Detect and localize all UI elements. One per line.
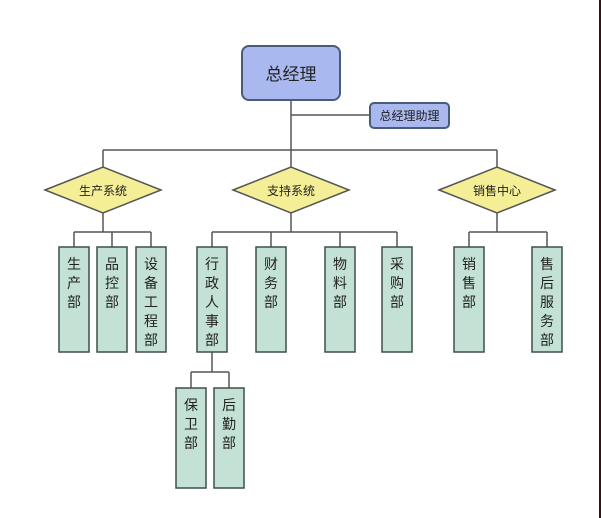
department-node[interactable]: 物料部 — [324, 246, 356, 353]
system-node[interactable]: 生产系统 — [42, 166, 164, 214]
department-box — [324, 246, 356, 353]
department-box — [213, 387, 245, 489]
system-node[interactable]: 销售中心 — [436, 166, 558, 214]
assistant-box — [369, 102, 450, 129]
department-label-char: 生 — [67, 257, 81, 273]
department-label-char: 部 — [462, 295, 476, 311]
department-label-char: 品 — [105, 257, 119, 273]
department-node[interactable]: 销售部 — [453, 246, 485, 353]
department-label-char: 部 — [333, 295, 347, 311]
department-label-char: 部 — [105, 295, 119, 311]
department-label-char: 工 — [144, 295, 158, 311]
department-label-char: 设 — [144, 257, 158, 273]
department-label-char: 售 — [462, 276, 476, 292]
department-box — [96, 246, 128, 353]
department-label-char: 部 — [67, 295, 81, 311]
department-label-char: 部 — [144, 333, 158, 349]
department-node[interactable]: 品控部 — [96, 246, 128, 353]
connector-lines — [73, 100, 548, 388]
department-box — [58, 246, 90, 353]
department-label-char: 部 — [205, 333, 219, 349]
department-label-char: 产 — [67, 276, 81, 292]
general-manager-node[interactable]: 总经理 — [241, 45, 341, 101]
department-label-char: 采 — [390, 257, 404, 273]
department-node[interactable]: 后勤部 — [213, 387, 245, 489]
department-label-char: 行 — [205, 257, 219, 273]
department-box — [531, 246, 563, 353]
general-manager-box — [241, 45, 341, 101]
system-label: 销售中心 — [473, 183, 521, 198]
department-label-char: 销 — [462, 257, 476, 273]
department-label-char: 部 — [264, 295, 278, 311]
system-diamond — [436, 166, 558, 214]
system-diamond — [42, 166, 164, 214]
department-label-char: 控 — [105, 276, 119, 292]
department-label-char: 料 — [333, 276, 347, 292]
department-label-char: 财 — [264, 257, 278, 273]
assistant-node[interactable]: 总经理助理 — [369, 102, 450, 129]
department-label-char: 物 — [333, 257, 347, 273]
department-label-char: 事 — [205, 314, 219, 330]
department-label-char: 程 — [144, 314, 158, 330]
department-label-char: 后 — [540, 276, 554, 292]
department-label-char: 政 — [205, 276, 219, 292]
department-box — [255, 246, 287, 353]
department-box — [453, 246, 485, 353]
department-label-char: 备 — [144, 275, 158, 292]
department-box — [196, 246, 228, 353]
system-node[interactable]: 支持系统 — [230, 166, 352, 214]
department-box — [175, 387, 207, 489]
general-manager-label: 总经理 — [266, 65, 317, 85]
department-node[interactable]: 采购部 — [381, 246, 413, 353]
department-label-char: 务 — [540, 314, 554, 330]
department-label-char: 部 — [390, 295, 404, 311]
department-label-char: 售 — [540, 257, 554, 273]
department-node[interactable]: 财务部 — [255, 246, 287, 353]
department-label-char: 保 — [184, 398, 198, 414]
department-label-char: 人 — [205, 295, 219, 311]
department-box — [135, 246, 167, 353]
department-label-char: 服 — [540, 295, 554, 311]
department-label-char: 卫 — [184, 417, 198, 433]
department-node[interactable]: 生产部 — [58, 246, 90, 353]
department-label-char: 后 — [222, 398, 236, 414]
department-label-char: 部 — [184, 436, 198, 452]
department-label-char: 务 — [264, 276, 278, 292]
assistant-label: 总经理助理 — [379, 109, 439, 123]
department-label-char: 购 — [390, 276, 404, 292]
system-label: 支持系统 — [267, 183, 315, 198]
department-label-char: 勤 — [222, 417, 236, 433]
department-node[interactable]: 保卫部 — [175, 387, 207, 489]
department-box — [381, 246, 413, 353]
system-label: 生产系统 — [79, 184, 127, 198]
department-label-char: 部 — [540, 333, 554, 349]
system-diamond — [230, 166, 352, 214]
department-label-char: 部 — [222, 436, 236, 452]
window-edge — [599, 0, 601, 518]
